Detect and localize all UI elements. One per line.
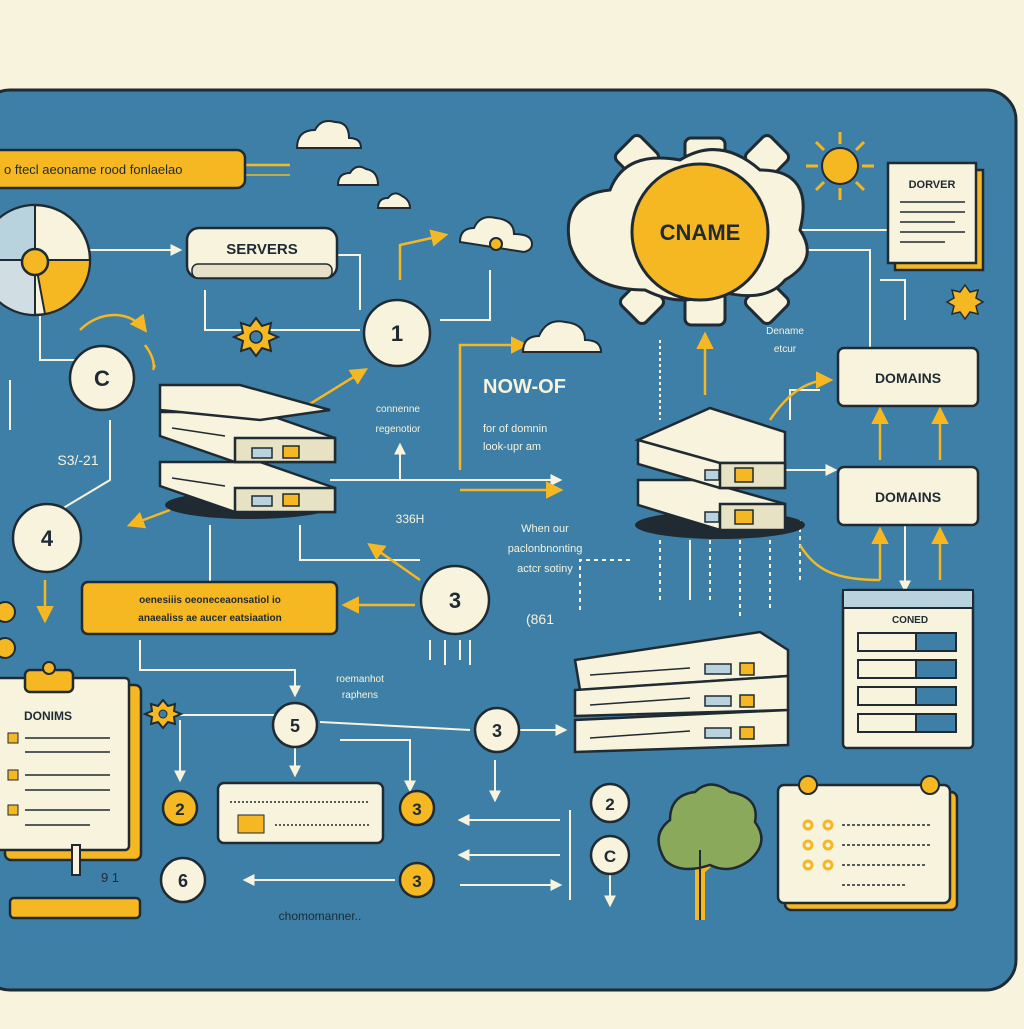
domains-2-label: DOMAINS: [875, 489, 941, 505]
server-stack-icon: [158, 383, 337, 519]
step-4-label: 4: [41, 526, 54, 551]
footer-text: chomomanner..: [279, 909, 362, 923]
gear-icon: [0, 601, 16, 659]
step-circle-3d: 3: [398, 861, 436, 899]
gear-icon: [142, 698, 184, 730]
step-circle-1: 1: [362, 298, 432, 368]
step-3-label: 3: [449, 588, 461, 613]
footer-bar: [8, 896, 142, 920]
step-circle-3: 3: [419, 564, 491, 636]
description-line-1: oenesiiis oeoneceaonsatiol io: [139, 595, 281, 606]
description-line-2: anaealiss ae aucer eatsiaation: [138, 613, 281, 624]
step-3c-label: 3: [412, 800, 421, 819]
step-3b-label: 3: [492, 721, 502, 741]
coned-panel: CONED: [841, 588, 975, 750]
servers-label: SERVERS: [226, 241, 297, 258]
cloud-icon: [458, 216, 534, 254]
step-6-label: 6: [178, 871, 188, 891]
range-text: S3/-21: [57, 452, 98, 468]
version-mark: 9 1: [101, 870, 119, 885]
domains-card-2: DOMAINS: [836, 465, 980, 527]
domain-lookup-line-2: look-upr am: [483, 441, 541, 453]
gear-icon: [945, 283, 985, 321]
step-circle-c: C: [68, 344, 136, 412]
step-circle-3b: 3: [473, 706, 521, 754]
server-stack-icon: [573, 630, 790, 754]
step-5-label: 5: [290, 716, 300, 736]
checklist-card: [776, 775, 959, 912]
step-circle-5: 5: [271, 701, 319, 749]
cname-gear-cloud: CNAME: [566, 133, 809, 327]
cname-label: CNAME: [660, 220, 741, 245]
pie-chart-icon: [0, 203, 92, 317]
gear-icon: [231, 316, 281, 358]
server-stack-icon: [634, 406, 805, 539]
coned-label: CONED: [892, 615, 928, 626]
cloud-icon: [376, 192, 412, 209]
tree-icon: [657, 783, 763, 920]
now-of-heading: NOW-OF: [483, 376, 566, 398]
cloud-icon: [521, 320, 603, 353]
step-cb-label: C: [604, 847, 616, 866]
when-line-2: paclonbnonting: [508, 543, 583, 555]
step-3d-label: 3: [412, 872, 421, 891]
donims-label: DONIMS: [24, 709, 72, 723]
data-card: [216, 781, 385, 845]
domain-lookup-line-1: for of domnin: [483, 423, 547, 435]
step-circle-3c: 3: [398, 789, 436, 827]
step-circle-6: 6: [159, 856, 207, 904]
dename-line-1: Dename: [766, 326, 804, 337]
step-2b-label: 2: [605, 795, 614, 814]
description-banner: oenesiiis oeoneceaonsatiol io anaealiss …: [80, 580, 339, 636]
top-banner-text: o ftecl aeoname rood fonlaelao: [4, 162, 183, 177]
top-banner: o ftecl aeoname rood fonlaelao: [0, 148, 247, 190]
step-circle-cb: C: [589, 834, 631, 876]
response-line-2: regenotior: [375, 424, 421, 435]
dorver-label: DORVER: [909, 179, 956, 191]
step-circle-2b: 2: [589, 782, 631, 824]
step-circle-2a: 2: [161, 789, 199, 827]
sun-icon: [806, 132, 874, 200]
step-2a-label: 2: [175, 800, 184, 819]
domains-card-1: DOMAINS: [836, 346, 980, 408]
domains-1-label: DOMAINS: [875, 370, 941, 386]
cloud-icon: [336, 165, 380, 186]
flow-arrows: [36, 163, 949, 624]
step-c-label: C: [94, 366, 110, 391]
response-line-1: connenne: [376, 404, 420, 415]
clipboard-icon: DONIMS: [0, 661, 143, 876]
when-line-3: actcr sotiny: [517, 563, 573, 575]
dorver-document: DORVER: [886, 161, 985, 272]
when-line-1: When our: [521, 523, 569, 535]
step-1-label: 1: [391, 321, 403, 346]
cloud-icon: [295, 120, 363, 149]
code-text: 336H: [396, 512, 425, 526]
roemanhot-line-2: raphens: [342, 690, 378, 701]
step-circle-4: 4: [11, 502, 83, 574]
servers-card: SERVERS: [185, 226, 339, 280]
roemanhot-line-1: roemanhot: [336, 674, 384, 685]
paren-code-text: (861: [526, 611, 554, 627]
dename-line-2: etcur: [774, 344, 797, 355]
